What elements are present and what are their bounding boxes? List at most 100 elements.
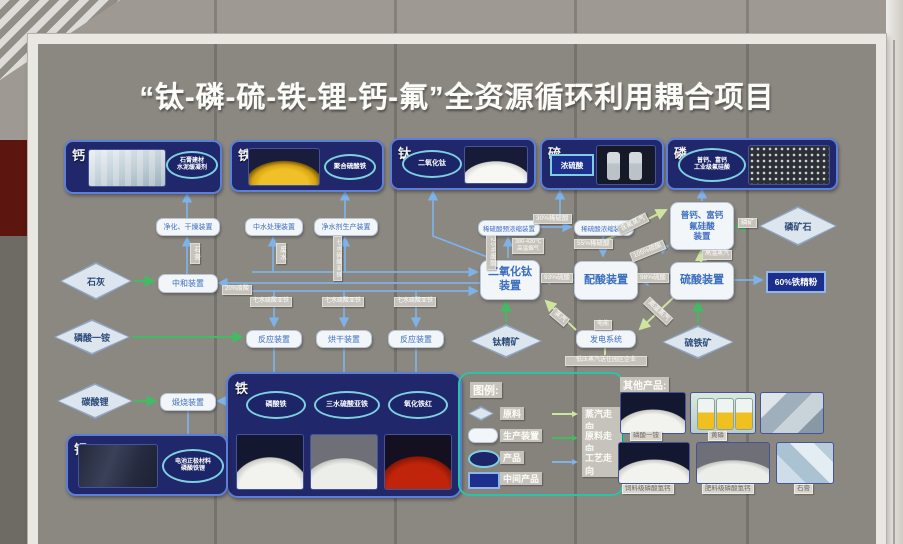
wall-seam [214,0,217,40]
legend-steam-label: 蒸汽走向 [582,407,622,433]
iron-oxide-red-label: 氧化铁红 [404,400,432,408]
legend-device-label: 生产装置 [500,429,543,442]
calcium-product-line2: 水泥缓凝剂 [176,165,207,171]
titanium-concentrate-label: 钛精矿 [492,336,520,347]
other-product-photo-yellow-phosphorus [690,392,756,434]
lithium-panel: 锂 电池正极材料 磷酸铁锂 [66,434,228,496]
other-product-label-yellow-phosphorus: 黄磷 [708,431,727,442]
other-product-photo-feed-dcp [618,442,690,484]
other-product-photo-map [620,392,686,434]
tag-waste-water: 废水 [276,243,287,264]
sulfur-product-line1: 浓硫酸 [560,160,584,170]
bottle [607,152,620,180]
ferrous-sulfate-photo [310,434,378,490]
legend: 图例: 原料 生产装置 产品 中间产品 蒸汽走向 原料走向 工艺走向 [458,372,624,496]
tio2-line2: 装置 [499,280,521,292]
ssp-line1: 普钙、富钙 [680,210,724,221]
right-wall-slat [886,0,903,544]
map-label: 磷酸一铵 [73,332,110,343]
dilute-pre-concentration-device: 稀硫酸预浓缩装置 [478,220,540,236]
other-product-photo-fertilizer-dcp [696,442,770,484]
iron-oxide-red-oval: 氧化铁红 [388,391,448,419]
lime-label: 石灰 [86,276,105,287]
phosphorus-product-line2: 工业级氟硅酸 [693,165,730,171]
acid-bottles-photo [596,145,656,185]
titanium-panel: 钛 二氧化钛 [390,138,536,190]
jar [716,398,734,430]
tag-low-pressure-steam: 低压蒸汽送往园区企业 [565,356,647,366]
other-product-photo-crystals [760,392,824,434]
other-product-photo-gypsum [776,442,834,484]
yellow-powder-photo [248,148,320,186]
reactor-1-device: 反应装置 [246,330,302,348]
iron-oxide-red-photo [384,434,452,490]
tag-flue-gas: 380-420℃ 高温烟气 [512,238,545,255]
lithium-product-line2: 磷酸铁锂 [180,466,205,472]
calcium-product-line1: 石膏建材 [179,157,204,164]
legend-device-sample [468,428,498,443]
tag-98-acid: 98%硫酸 [637,273,670,284]
ferrous-sulfate-label: 三水硫酸亚铁 [326,400,368,408]
sulfur-panel: 硫 浓硫酸 [540,138,664,190]
neutralization-device: 中和装置 [158,274,218,293]
jar [697,398,715,430]
iron-phosphate-oval: 磷酸铁 [246,391,306,419]
board-frame [28,34,886,544]
tag-ferrous-3: 七水硫酸亚铁 [394,297,437,307]
tag-waste-acid-return: 20%废酸 [222,285,253,295]
sulfuric-acid-device: 硫酸装置 [670,262,734,300]
acid-blending-label: 配酸装置 [584,273,628,286]
ssp-line2: 氟硅酸 [689,220,715,231]
grey-wall-block [0,236,30,544]
calcium-product-oval: 石膏建材 水泥缓凝剂 [166,151,218,179]
wall-seam [746,0,749,40]
legend-raw-arrow [552,435,578,441]
legend-steam-arrow [552,411,578,417]
legend-product-sample [468,450,500,468]
flue-gas-line2: 高温烟气 [517,246,540,253]
board-seam [394,44,397,544]
jar [735,398,753,430]
phosphorus-panel: 磷 普钙、富钙 工业级氟硅酸 [666,138,838,190]
reactor-2-device: 反应装置 [388,330,444,348]
tag-ferrous-2: 七水硫酸亚铁 [322,297,365,307]
sulfur-product-box: 浓硫酸 [550,154,594,176]
board-seam [746,44,749,544]
legend-intermediate-label: 中间产品 [500,472,543,485]
ssp-line3: 装置 [693,231,711,242]
tag-gypsum: 石膏 [190,243,201,264]
calcium-label: 钙 [72,148,86,163]
legend-diamond-sample [468,406,494,421]
purifier-production-device: 净水剂生产装置 [314,218,378,236]
wall-seam [574,0,577,40]
iron-concentrate-box: 60%铁精粉 [766,271,826,293]
tag-30-dilute: 30%稀硫酸 [533,214,572,225]
board-seam [214,44,217,544]
tag-20-waste-acid: 20%废酸 [486,235,496,271]
calcium-panel: 钙 石膏建材 水泥缓凝剂 [64,140,222,194]
tag-93-acid: 93%硫酸 [541,273,574,284]
ssp-fluorosilicic-device: 普钙、富钙 氟硅酸 装置 [670,202,734,250]
legend-raw-label: 原料走向 [582,429,622,455]
dryer-device: 烘干装置 [316,330,372,348]
tag-ferrous-4: 七水硫酸亚铁 [333,236,343,281]
iron-product-oval: 聚合硫酸铁 [324,154,376,180]
lithium-carbonate-label: 碳酸锂 [81,396,109,407]
titanium-product-oval: 二氧化钛 [402,150,462,178]
power-generation-device: 发电系统 [576,330,636,348]
legend-intermediate-sample [468,472,500,489]
acid-blending-device: 配酸装置 [574,261,638,300]
wall-seam [394,0,397,40]
white-powder-photo [464,146,528,184]
other-product-label-map: 磷酸一铵 [630,431,662,442]
red-wall-block [0,140,30,236]
pyrite-label: 硫铁矿 [684,337,712,348]
titanium-product-line1: 二氧化钛 [418,159,446,167]
phosphate-rock-label: 磷矿石 [784,221,812,232]
other-products-heading: 其他产品: [620,377,670,392]
legend-process-label: 工艺走向 [582,451,622,477]
other-product-label-fertilizer-dcp: 肥料级磷酸氢钙 [702,484,754,495]
bottle [629,152,642,180]
iron-panel: 铁 聚合硫酸铁 [230,140,384,192]
